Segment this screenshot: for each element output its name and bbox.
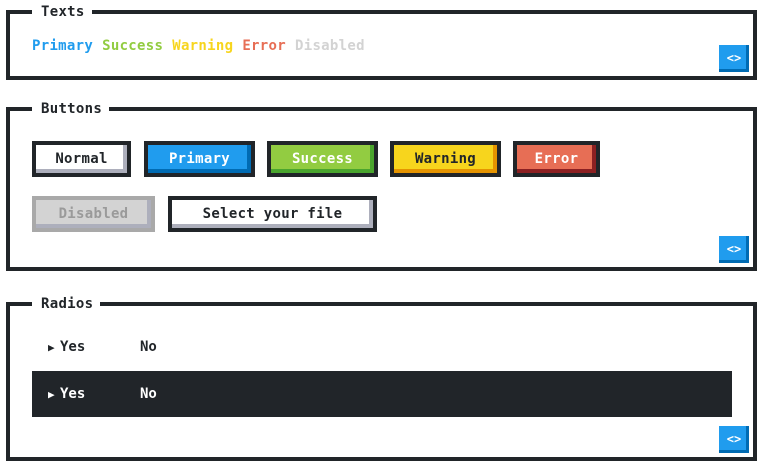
- text-primary: Primary: [32, 38, 94, 54]
- text-error: Error: [242, 38, 286, 54]
- text-warning: Warning: [172, 38, 234, 54]
- warning-button[interactable]: Warning: [390, 141, 501, 177]
- disabled-button-label: Disabled: [58, 206, 129, 222]
- success-button[interactable]: Success: [267, 141, 378, 177]
- radio-dark-yes-label: Yes: [60, 386, 86, 402]
- code-brackets-icon: <>: [726, 432, 742, 446]
- radio-option-yes[interactable]: ▶ Yes: [48, 324, 85, 371]
- buttons-code-toggle-button[interactable]: <>: [719, 236, 749, 263]
- disabled-button: Disabled: [32, 196, 155, 232]
- code-brackets-icon: <>: [726, 51, 742, 65]
- text-disabled: Disabled: [294, 38, 365, 54]
- radios-section: Radios ▶ Yes No ▶ Yes No <>: [6, 293, 757, 461]
- texts-row: Primary Success Warning Error Disabled: [32, 38, 374, 54]
- radio-yes-label: Yes: [60, 339, 86, 355]
- texts-section: Texts Primary Success Warning Error Disabled…: [6, 1, 757, 80]
- buttons-section: Buttons Normal Primary Success Warning E…: [6, 98, 757, 271]
- normal-button[interactable]: Normal: [32, 141, 131, 177]
- radio-group-light: ▶ Yes No: [32, 324, 732, 370]
- radio-dark-no-label: No: [140, 386, 157, 402]
- radio-dark-option-yes[interactable]: ▶ Yes: [48, 371, 85, 418]
- buttons-section-title: Buttons: [32, 98, 110, 120]
- triangle-right-icon: ▶: [48, 388, 55, 401]
- radios-section-title: Radios: [32, 293, 101, 315]
- texts-section-title: Texts: [32, 1, 92, 23]
- radio-option-no[interactable]: No: [140, 324, 157, 370]
- radio-no-label: No: [140, 339, 157, 355]
- select-file-button[interactable]: Select your file: [168, 196, 377, 232]
- radios-code-toggle-button[interactable]: <>: [719, 426, 749, 453]
- text-success: Success: [102, 38, 164, 54]
- error-button[interactable]: Error: [513, 141, 600, 177]
- radio-group-dark: ▶ Yes No: [32, 371, 732, 417]
- code-brackets-icon: <>: [726, 242, 742, 256]
- texts-code-toggle-button[interactable]: <>: [719, 45, 749, 72]
- triangle-right-icon: ▶: [48, 341, 55, 354]
- radio-dark-option-no[interactable]: No: [140, 371, 157, 417]
- primary-button[interactable]: Primary: [144, 141, 255, 177]
